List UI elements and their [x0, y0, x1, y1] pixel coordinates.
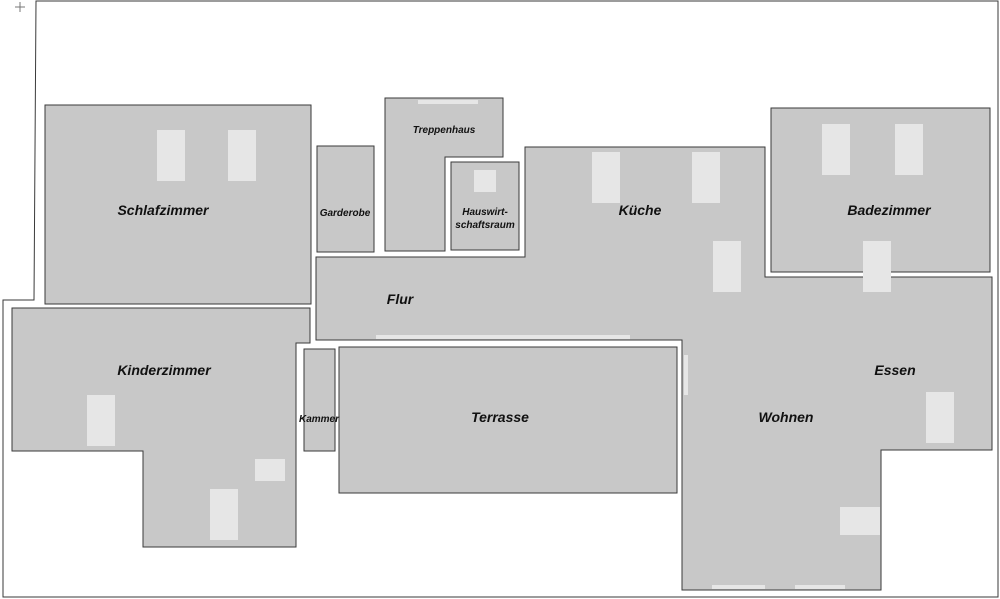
window [840, 507, 880, 535]
origin-crosshair-icon [15, 2, 25, 12]
label-schlafzimmer: Schlafzimmer [117, 202, 210, 218]
window [592, 152, 620, 203]
label-flur: Flur [387, 291, 415, 307]
label-kueche: Küche [619, 202, 662, 218]
window [418, 100, 478, 104]
room-kammer[interactable] [303, 348, 336, 452]
window [376, 335, 630, 339]
window [692, 152, 720, 203]
window [684, 355, 688, 395]
label-essen: Essen [874, 362, 915, 378]
room-garderobe[interactable] [316, 145, 375, 253]
room-terrasse[interactable] [338, 346, 678, 494]
window [87, 395, 115, 446]
label-kammer: Kammer [299, 414, 340, 425]
window [474, 170, 496, 192]
room-kinderzimmer[interactable] [11, 307, 311, 548]
label-hauswirtschaftsraum-line2: schaftsraum [455, 220, 515, 231]
window [926, 392, 954, 443]
label-wohnen: Wohnen [759, 409, 814, 425]
window [712, 585, 765, 589]
label-hauswirtschaftsraum-line1: Hauswirt- [462, 207, 508, 218]
label-kinderzimmer: Kinderzimmer [117, 362, 212, 378]
label-badezimmer: Badezimmer [847, 202, 932, 218]
window [713, 241, 741, 292]
room-kueche-flur-wohnen[interactable] [315, 146, 993, 591]
window [863, 241, 891, 292]
window [822, 124, 850, 175]
window [210, 489, 238, 540]
windows [87, 100, 954, 589]
label-terrasse: Terrasse [471, 409, 529, 425]
label-treppenhaus: Treppenhaus [413, 125, 476, 136]
window [228, 130, 256, 181]
window [895, 124, 923, 175]
label-garderobe: Garderobe [320, 208, 371, 219]
window [157, 130, 185, 181]
window [255, 459, 285, 481]
window [795, 585, 845, 589]
room-treppenhaus[interactable] [384, 97, 504, 252]
